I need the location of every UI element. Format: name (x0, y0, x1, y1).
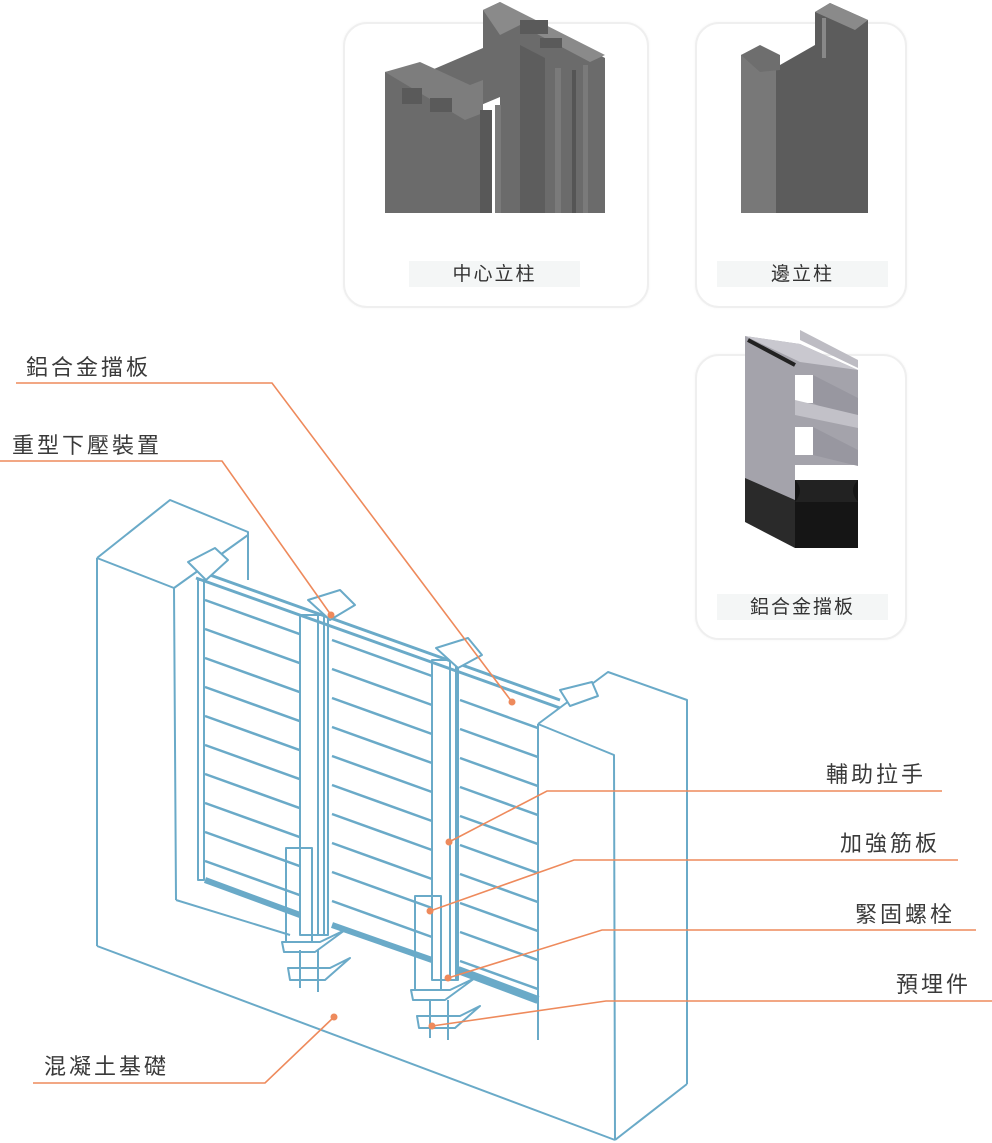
concrete-foundation (96, 899, 688, 1141)
panel-slat (331, 754, 433, 794)
leader-heavy-press-device (0, 460, 332, 616)
label-auxiliary-handle: 輔助拉手 (826, 763, 927, 788)
dot-embedded-part (428, 1022, 436, 1030)
panel-slat (459, 756, 539, 788)
dot-heavy-press-device (327, 611, 335, 619)
right-pier (537, 671, 688, 1141)
label-embedded-part: 預埋件 (896, 973, 972, 998)
panel-slat (459, 814, 539, 846)
leader-stiffener-plate (429, 859, 958, 912)
panel-slat (204, 714, 301, 752)
leader-concrete-foundation (33, 1016, 335, 1084)
dot-stiffener-plate (426, 907, 434, 915)
panel-slat (331, 870, 433, 910)
leader-embedded-part (431, 1000, 992, 1027)
label-heavy-press-device: 重型下壓裝置 (12, 434, 163, 459)
left-post (187, 547, 356, 992)
label-fastening-bolt: 緊固螺栓 (855, 903, 956, 928)
panel-slat (459, 901, 539, 933)
panel-slat (204, 627, 301, 665)
dot-auxiliary-handle (445, 838, 453, 846)
panel-slat (331, 783, 433, 823)
panel-slat (459, 930, 539, 962)
panel-slat (204, 801, 301, 839)
panel-slat (331, 812, 433, 852)
panel-slat (204, 772, 301, 810)
panel-slat (459, 872, 539, 904)
leader-auxiliary-handle (448, 790, 942, 843)
panel-slat (204, 685, 301, 723)
panel-slat (459, 727, 539, 759)
dot-concrete-foundation (330, 1013, 338, 1021)
leader-dots (327, 611, 516, 1030)
leader-fastening-bolt (447, 929, 976, 979)
panel-slat (459, 698, 539, 730)
panel-slat (331, 667, 433, 707)
panel-slat (459, 785, 539, 817)
side-post-caption: 邊立柱 (717, 261, 888, 287)
leader-lines (0, 382, 992, 1084)
panel-slat (331, 725, 433, 765)
panel-slat (331, 899, 433, 939)
right-post (410, 637, 599, 1040)
panel-slat (204, 656, 301, 694)
panel-slat (204, 830, 301, 868)
left-bay-slats (204, 598, 301, 897)
panel-slat (204, 859, 301, 897)
panel-slat (331, 841, 433, 881)
center-post-caption: 中心立柱 (409, 261, 580, 287)
dot-fastening-bolt (444, 974, 452, 982)
panel-slat (459, 959, 539, 991)
label-stiffener-plate: 加強筋板 (840, 832, 941, 857)
leader-aluminum-panel (16, 382, 513, 703)
label-aluminum-panel: 鋁合金擋板 (26, 356, 152, 381)
right-bay-slats (459, 698, 539, 991)
aluminum-panel-caption: 鋁合金擋板 (717, 594, 888, 620)
label-concrete-foundation: 混凝土基礎 (44, 1055, 170, 1080)
left-pier (96, 499, 249, 946)
panel-slat (204, 743, 301, 781)
panel-slat (459, 843, 539, 875)
panel-slat (204, 598, 301, 636)
panel-slat (331, 696, 433, 736)
panel-slat (331, 638, 433, 678)
dot-aluminum-panel (508, 698, 516, 706)
middle-bay-slats (331, 638, 433, 939)
top-rail (195, 568, 561, 710)
